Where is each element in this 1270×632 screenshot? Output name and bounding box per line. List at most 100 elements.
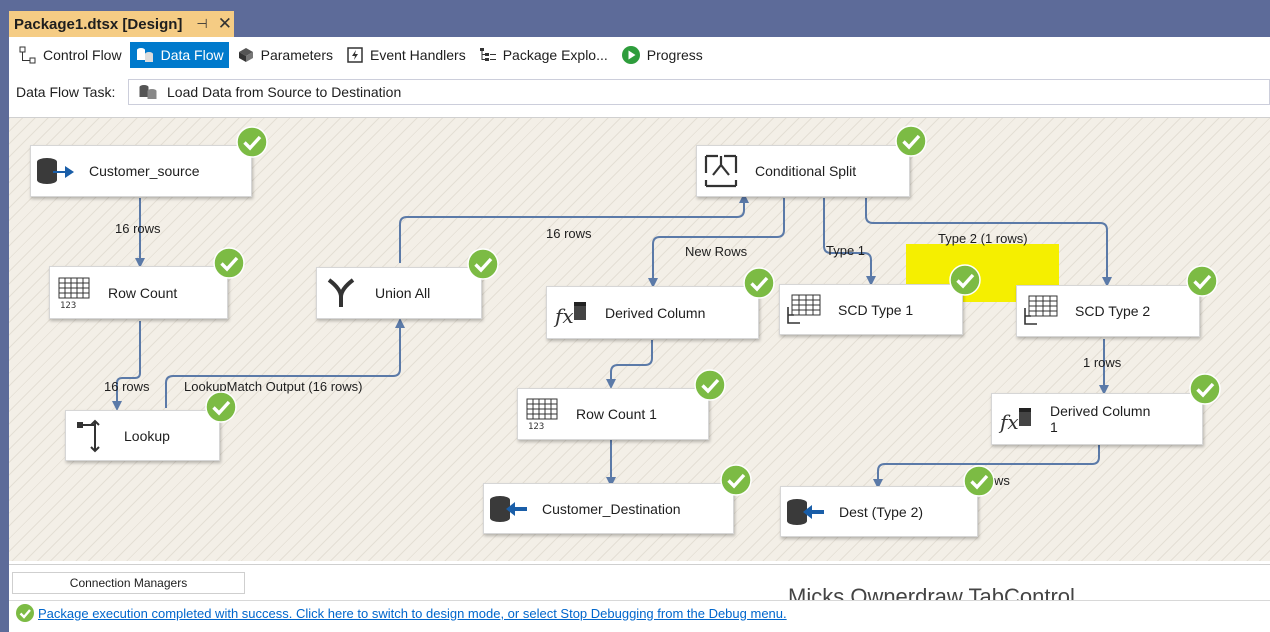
- connection-managers-tab[interactable]: Connection Managers: [12, 572, 245, 594]
- tab-control-flow[interactable]: Control Flow: [14, 42, 127, 68]
- success-check-icon: [236, 126, 268, 158]
- path-split-new-rows: [648, 198, 785, 288]
- tab-parameters[interactable]: Parameters: [232, 42, 338, 68]
- package-designer: Control Flow Data Flow Parameters Event …: [9, 37, 1270, 632]
- designer-tab-strip: Control Flow Data Flow Parameters Event …: [9, 40, 711, 70]
- component-lookup[interactable]: Lookup: [65, 410, 220, 461]
- data-flow-task-label: Data Flow Task:: [16, 84, 116, 100]
- path-label: 1 rows: [1083, 355, 1122, 370]
- svg-text:fx: fx: [998, 410, 1019, 434]
- component-label: Dest (Type 2): [839, 503, 924, 520]
- component-label: Conditional Split: [755, 163, 857, 179]
- component-customer-source[interactable]: Customer_source: [30, 145, 252, 197]
- data-flow-task-value: Load Data from Source to Destination: [167, 84, 402, 100]
- component-dest-type-2[interactable]: Dest (Type 2): [780, 486, 978, 537]
- component-row-count[interactable]: 123 Row Count: [49, 266, 228, 319]
- path-label: ws: [994, 473, 1010, 488]
- path-derived1-to-dest-type2: [873, 445, 1100, 489]
- data-flow-canvas[interactable]: 16 rows 16 rows LookupMatch Output (16 r…: [9, 117, 1270, 561]
- scd-icon: [1017, 286, 1065, 336]
- component-label: SCD Type 2: [1075, 303, 1151, 319]
- tab-package-explorer[interactable]: Package Explo...: [474, 42, 613, 68]
- document-tab[interactable]: Package1.dtsx [Design] ⊣ ✕: [9, 11, 234, 37]
- component-derived-column[interactable]: fx Derived Column: [546, 286, 759, 339]
- path-label: LookupMatch Output (16 rows): [184, 379, 363, 394]
- data-flow-task-bar: Data Flow Task: Load Data from Source to…: [9, 76, 1270, 108]
- data-flow-paths: [112, 193, 1112, 489]
- component-row-count-1[interactable]: 123 Row Count 1: [517, 388, 709, 440]
- component-label: Customer_source: [89, 163, 200, 179]
- tab-data-flow[interactable]: Data Flow: [129, 42, 229, 68]
- success-check-icon: [213, 247, 245, 279]
- component-union-all[interactable]: Union All: [316, 267, 482, 319]
- tab-label: Event Handlers: [369, 47, 466, 63]
- success-check-icon: [963, 465, 995, 497]
- path-rowcount-to-lookup: [112, 321, 141, 411]
- ownerdraw-tabcontrol-text: Micks Ownerdraw TabControl: [788, 584, 1075, 604]
- conditional-split-icon: [697, 146, 745, 196]
- success-check-icon: [694, 369, 726, 401]
- data-flow-task-select[interactable]: Load Data from Source to Destination: [128, 79, 1270, 105]
- parameters-icon: [238, 48, 253, 62]
- success-check-icon: [205, 391, 237, 423]
- path-union-to-split: [399, 193, 749, 263]
- path-label: Type 1: [826, 243, 866, 258]
- tab-label: Control Flow: [43, 47, 122, 63]
- connection-managers-area: Connection Managers Micks Ownerdraw TabC…: [9, 564, 1270, 604]
- component-label: Derived Column: [605, 304, 706, 321]
- component-customer-destination[interactable]: Customer_Destination: [483, 483, 734, 534]
- event-handlers-icon: [347, 47, 363, 63]
- tab-progress[interactable]: Progress: [616, 42, 708, 68]
- scd-icon: [780, 285, 828, 334]
- pin-icon[interactable]: ⊣: [196, 16, 208, 31]
- component-label: SCD Type 1: [838, 301, 914, 318]
- tab-label: Data Flow: [160, 47, 224, 63]
- svg-text:123: 123: [528, 422, 544, 431]
- component-label: Union All: [375, 285, 431, 301]
- component-label: Row Count: [108, 284, 178, 301]
- union-all-icon: [317, 268, 365, 318]
- component-label: Row Count 1: [576, 406, 657, 422]
- component-label: Lookup: [124, 427, 170, 444]
- success-check-icon: [1189, 373, 1221, 405]
- success-check-icon: [1186, 265, 1218, 297]
- package-explorer-icon: [479, 48, 496, 61]
- path-label: 16 rows: [104, 379, 150, 394]
- path-split-type-2: [865, 198, 1112, 287]
- tab-label: Progress: [646, 47, 703, 63]
- component-conditional-split[interactable]: Conditional Split: [696, 145, 910, 197]
- tab-label: Parameters: [260, 47, 333, 63]
- status-link[interactable]: Package execution completed with success…: [38, 605, 787, 621]
- success-check-icon: [895, 125, 927, 157]
- ole-db-destination-icon: [484, 484, 532, 533]
- success-check-icon: [467, 248, 499, 280]
- path-lookup-to-union: [165, 318, 405, 408]
- path-label: Type 2 (1 rows): [938, 231, 1028, 246]
- success-check-icon: [743, 267, 775, 299]
- document-tab-title: Package1.dtsx [Design]: [14, 15, 183, 33]
- ole-db-destination-icon: [781, 487, 829, 536]
- path-split-type-1: [823, 198, 876, 286]
- derived-column-icon: fx: [992, 394, 1040, 444]
- data-flow-task-icon: [139, 85, 157, 99]
- component-label: Customer_Destination: [542, 500, 681, 517]
- path-label: 16 rows: [546, 226, 592, 241]
- path-label: 16 rows: [115, 221, 161, 236]
- control-flow-icon: [19, 46, 36, 64]
- ole-db-source-icon: [31, 146, 79, 196]
- success-check-icon: [720, 464, 752, 496]
- path-derived-to-rowcount1: [606, 340, 653, 389]
- close-icon[interactable]: ✕: [217, 14, 232, 33]
- lookup-icon: [66, 411, 114, 460]
- component-label-line: Derived Column: [1050, 403, 1151, 419]
- status-bar: Package execution completed with success…: [9, 600, 1270, 625]
- component-label-line: 1: [1050, 419, 1058, 435]
- component-scd-type-1[interactable]: SCD Type 1: [779, 284, 963, 335]
- svg-text:fx: fx: [553, 304, 574, 328]
- component-scd-type-2[interactable]: SCD Type 2: [1016, 285, 1200, 337]
- tab-event-handlers[interactable]: Event Handlers: [341, 42, 471, 68]
- svg-text:123: 123: [60, 301, 76, 310]
